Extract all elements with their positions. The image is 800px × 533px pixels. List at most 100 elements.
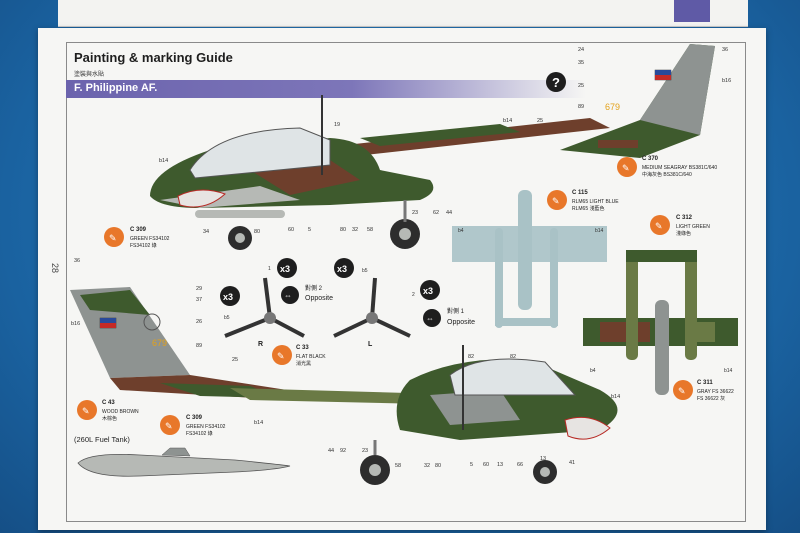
svg-text:C 43: C 43 (102, 400, 115, 406)
svg-text:89: 89 (196, 343, 202, 349)
svg-text:b14: b14 (254, 420, 263, 426)
opposite-indicator-1: ⇔ 對側 1 Opposite (423, 307, 475, 327)
tail-number-bottom: 679 (152, 338, 167, 348)
svg-text:C 33: C 33 (296, 345, 309, 351)
svg-text:?: ? (552, 75, 560, 90)
svg-text:5: 5 (470, 462, 473, 468)
svg-text:淺綠色: 淺綠色 (676, 230, 691, 237)
color-chip-rlm65: ✎ C 115 RLM65 LIGHT BLUE RLM65 淺藍色 (547, 190, 619, 212)
color-chip-gray: ✎ C 311 GRAY FS 36622 FS 36622 灰 (673, 380, 734, 402)
propeller-left: L b5 2 (333, 268, 415, 348)
planform-tailplane (495, 318, 558, 326)
fuselage-camo-bottom (430, 390, 520, 425)
canopy-bottom (449, 358, 577, 396)
svg-text:MEDIUM SEAGRAY BS381C/640: MEDIUM SEAGRAY BS381C/640 (642, 165, 717, 171)
svg-text:Opposite: Opposite (305, 295, 333, 302)
svg-text:C 370: C 370 (642, 156, 659, 162)
svg-text:GREEN FS34102: GREEN FS34102 (186, 424, 226, 430)
callout-62: 62 (433, 210, 439, 216)
svg-text:FS34102 綠: FS34102 綠 (186, 430, 213, 437)
svg-text:80: 80 (435, 463, 441, 469)
svg-text:對側 2: 對側 2 (305, 284, 323, 292)
svg-text:29: 29 (196, 286, 202, 292)
color-chip-flat-black: ✎ C 33 FLAT BLACK 消光黑 (272, 345, 326, 367)
fuel-tank-shape (77, 453, 291, 477)
svg-text:Opposite: Opposite (447, 319, 475, 326)
svg-text:37: 37 (196, 297, 202, 303)
svg-text:66: 66 (517, 462, 523, 468)
main-hub (399, 228, 411, 240)
aircraft-left-profile: 679 (150, 44, 715, 250)
svg-text:92: 92 (340, 448, 346, 454)
brush-icon: ✎ (552, 196, 560, 206)
count-badge-4: x3 (420, 280, 440, 300)
svg-text:中海灰色 BS381C/640: 中海灰色 BS381C/640 (642, 171, 692, 178)
page-frame (66, 42, 746, 522)
color-chip-wood-brown: ✎ C 43 WOOD BROWN 木棕色 (77, 400, 139, 422)
swap-icon (281, 286, 299, 304)
svg-text:C 312: C 312 (676, 215, 693, 221)
svg-text:b14: b14 (595, 228, 604, 234)
svg-text:1: 1 (268, 266, 271, 272)
svg-text:58: 58 (395, 463, 401, 469)
tank-pylon (161, 447, 191, 457)
svg-text:2: 2 (412, 292, 415, 298)
blade-r2 (224, 316, 271, 338)
svg-text:GREEN FS34102: GREEN FS34102 (130, 236, 170, 242)
svg-text:25: 25 (232, 357, 238, 363)
svg-text:b5: b5 (362, 268, 368, 274)
brush-icon: ✎ (82, 406, 90, 416)
callout-25b: 25 (537, 118, 543, 124)
svg-text:32: 32 (424, 463, 430, 469)
svg-text:GRAY FS 36622: GRAY FS 36622 (697, 389, 734, 395)
hub-r (264, 312, 276, 324)
fuel-tank-label: (260L Fuel Tank) (74, 435, 130, 444)
svg-text:60: 60 (483, 462, 489, 468)
blade-l1 (370, 277, 377, 319)
shark-mouth (177, 189, 226, 208)
aircraft-right-profile: 679 (70, 287, 618, 485)
svg-text:FLAT BLACK: FLAT BLACK (296, 354, 326, 360)
callout-23: 23 (412, 210, 418, 216)
svg-text:82: 82 (510, 354, 516, 360)
previous-page-edge (58, 0, 748, 27)
svg-text:消光黑: 消光黑 (296, 360, 311, 367)
hub-l (366, 312, 378, 324)
blade-r3 (269, 316, 305, 338)
svg-text:b16: b16 (71, 321, 80, 327)
svg-text:FS 36622 灰: FS 36622 灰 (697, 395, 725, 402)
blade-l3 (371, 316, 411, 338)
shark-mouth-bottom (564, 416, 611, 440)
fuel-tank: (260L Fuel Tank) (74, 435, 291, 477)
nose-hub (235, 233, 245, 243)
wing (300, 118, 610, 160)
svg-text:x3: x3 (280, 264, 290, 274)
svg-text:41: 41 (569, 460, 575, 466)
main-hub-bottom (369, 464, 381, 476)
propeller-right: R b5 1 (224, 266, 305, 348)
callout-19: 19 (334, 122, 340, 128)
svg-text:FS34102 綠: FS34102 綠 (130, 242, 157, 249)
callout-80b: 80 (340, 227, 346, 233)
callout-b14b: b14 (159, 158, 168, 164)
top-boom-left (626, 250, 638, 360)
svg-text:R: R (258, 341, 263, 348)
svg-text:82: 82 (468, 354, 474, 360)
pylon-store (195, 210, 285, 218)
count-badge-2: x3 (334, 258, 354, 278)
page-subtitle: 塗裝與水貼 (74, 72, 105, 78)
flag-red-bottom (100, 323, 116, 328)
callout-32: 32 (352, 227, 358, 233)
callout-80: 80 (254, 229, 260, 235)
opposite-indicator-2: ⇔ 對側 2 Opposite (281, 284, 333, 304)
svg-text:b5: b5 (224, 315, 230, 321)
callout-60: 60 (288, 227, 294, 233)
tail-fin-camo (80, 290, 150, 315)
section-label: F. Philippine AF. (74, 82, 158, 94)
squadron-emblem (143, 313, 161, 331)
callout-b16: b16 (722, 78, 731, 84)
top-tailplane (626, 250, 697, 262)
bottom-callouts: 36 29 37 b16 26 89 25 b14 82 82 b14 44 9… (71, 258, 620, 469)
svg-text:x3: x3 (223, 292, 233, 302)
svg-text:RLM65 淺藍色: RLM65 淺藍色 (572, 205, 605, 212)
